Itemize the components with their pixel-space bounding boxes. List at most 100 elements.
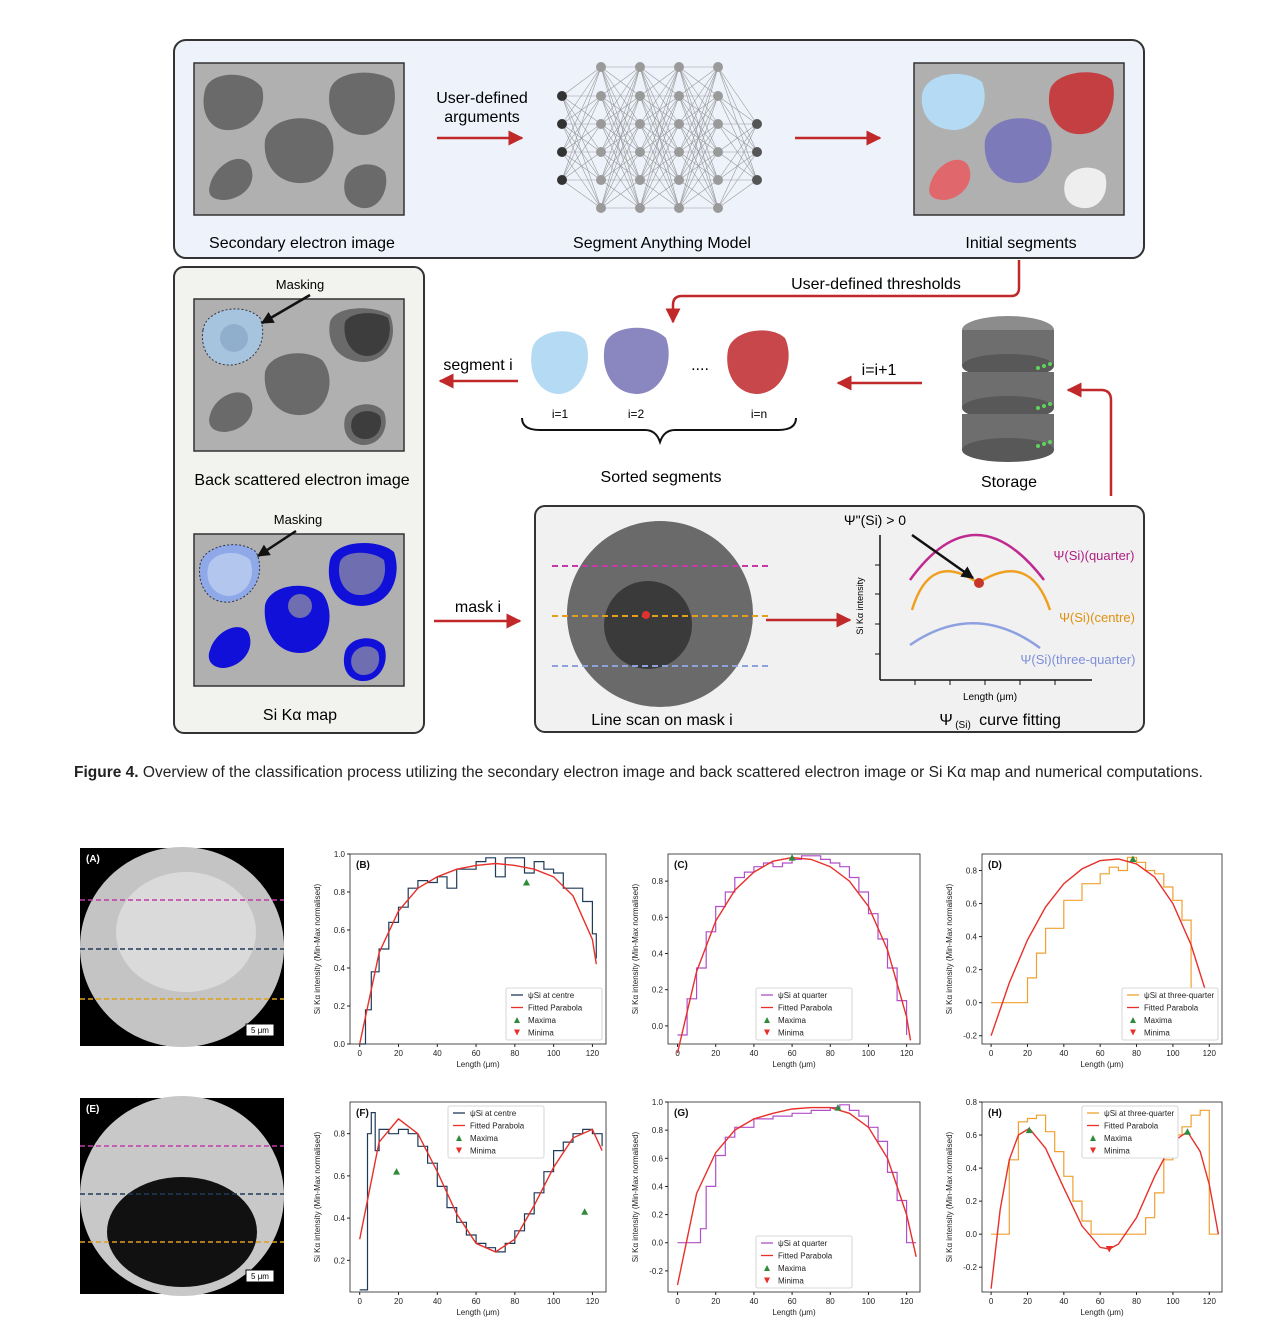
series-line: [991, 1109, 1219, 1235]
x-tick-label: 40: [433, 1049, 442, 1058]
legend-label: Maxima: [1144, 1016, 1173, 1025]
nn-node: [596, 175, 606, 185]
sam-label: Segment Anything Model: [573, 235, 751, 252]
y-tick-label: 0.2: [966, 1197, 978, 1206]
nn-edge: [600, 66, 641, 125]
x-tick-label: 120: [1203, 1297, 1217, 1306]
legend-label: Maxima: [470, 1134, 499, 1143]
nn-edge: [561, 179, 602, 209]
y-tick-label: 0.4: [334, 1214, 346, 1223]
top-pipeline-box: [173, 39, 1145, 259]
nn-edge: [678, 179, 719, 209]
nn-node: [596, 203, 606, 213]
nn-node: [713, 119, 723, 129]
y-tick-label: 0.6: [966, 900, 978, 909]
nn-edge: [678, 123, 719, 209]
fit-line: [990, 858, 1210, 1036]
nn-edge: [600, 151, 641, 209]
panel-label: (B): [356, 860, 370, 871]
y-tick-label: 0.8: [966, 867, 978, 876]
psi-centre-label: Ψ(Si)(centre): [1059, 610, 1135, 625]
storage-arrow: [1066, 382, 1113, 496]
nn-edge: [678, 66, 719, 181]
x-axis-label: Length (μm): [456, 1308, 500, 1317]
sorted-label: Sorted segments: [601, 469, 722, 486]
nn-edge: [678, 66, 719, 97]
y-tick-label: 0.2: [652, 986, 664, 995]
linescan-label: Line scan on mask i: [591, 712, 732, 729]
nn-edge: [561, 66, 602, 153]
y-tick-label: 0.8: [652, 877, 664, 886]
se-image: [193, 62, 405, 216]
y-tick-label: 0.8: [334, 888, 346, 897]
x-tick-label: 80: [510, 1049, 519, 1058]
nn-node: [674, 147, 684, 157]
nn-node: [713, 91, 723, 101]
x-tick-label: 100: [547, 1049, 561, 1058]
nn-edge: [561, 95, 602, 181]
legend-swatch: [456, 1147, 462, 1154]
nn-node: [674, 62, 684, 72]
x-tick-label: 120: [586, 1049, 600, 1058]
thresholds-label: User-defined thresholds: [791, 276, 961, 293]
x-tick-label: 120: [586, 1297, 600, 1306]
x-tick-label: 80: [826, 1049, 835, 1058]
x-tick-label: 20: [1023, 1297, 1032, 1306]
maxima-marker: [1183, 1128, 1191, 1135]
legend-box: [1081, 1105, 1179, 1159]
nn-edge: [639, 123, 680, 209]
y-tick-label: 0.0: [966, 999, 978, 1008]
legend-label: Minima: [528, 1029, 554, 1038]
x-tick-label: 80: [510, 1297, 519, 1306]
legend-label: ψSi at quarter: [778, 991, 828, 1000]
nn-node: [713, 175, 723, 185]
y-tick-label: 0.0: [652, 1239, 664, 1248]
nn-node: [752, 147, 762, 157]
initial-segments-image: [913, 62, 1125, 216]
x-tick-label: 80: [1132, 1049, 1141, 1058]
nn-edge: [678, 151, 719, 209]
nn-edge: [600, 66, 641, 97]
y-tick-label: 0.6: [334, 926, 346, 935]
panel-label: (C): [674, 860, 688, 871]
legend-box: [755, 1235, 853, 1289]
storage-label: Storage: [981, 474, 1037, 491]
series-line: [677, 1104, 917, 1244]
nn-edge: [678, 66, 719, 125]
nn-edge: [678, 95, 719, 209]
seg-idx-n: i=n: [751, 407, 767, 421]
x-tick-label: 40: [1059, 1049, 1068, 1058]
neural-network-icon: [557, 62, 762, 213]
panel-label: (F): [356, 1108, 369, 1119]
psi-condition: Ψ"(Si) > 0: [844, 512, 906, 528]
nn-edge: [717, 123, 758, 209]
sika-label: Si Kα map: [263, 707, 337, 724]
legend-label: Minima: [778, 1277, 804, 1286]
workflow-diagram: Secondary electron image User-defined ar…: [173, 39, 1145, 734]
nn-edge: [717, 151, 758, 209]
nn-edge: [717, 66, 758, 125]
mask-i-label: mask i: [455, 599, 501, 616]
x-tick-label: 60: [1096, 1049, 1105, 1058]
nn-edge: [561, 66, 602, 181]
legend-box: [755, 987, 853, 1041]
nn-node: [713, 62, 723, 72]
y-axis-label: Si Kα intensity (Min-Max normalised): [313, 1131, 322, 1262]
legend-swatch: [764, 1029, 770, 1036]
nn-edge: [600, 123, 641, 209]
minima-marker: [1105, 1246, 1113, 1253]
legend-swatch: [1130, 1029, 1136, 1036]
bse-image: [193, 293, 405, 452]
legend-box: [447, 1105, 545, 1159]
caption-text: Overview of the classification process u…: [138, 764, 1203, 781]
y-tick-label: 0.4: [966, 1164, 978, 1173]
nn-edge: [717, 123, 758, 181]
curvefit-label: curve fitting: [979, 712, 1061, 729]
sorted-segments: [531, 327, 789, 394]
nn-node: [635, 147, 645, 157]
nn-node: [635, 175, 645, 185]
x-axis-label: Length (μm): [772, 1308, 816, 1317]
